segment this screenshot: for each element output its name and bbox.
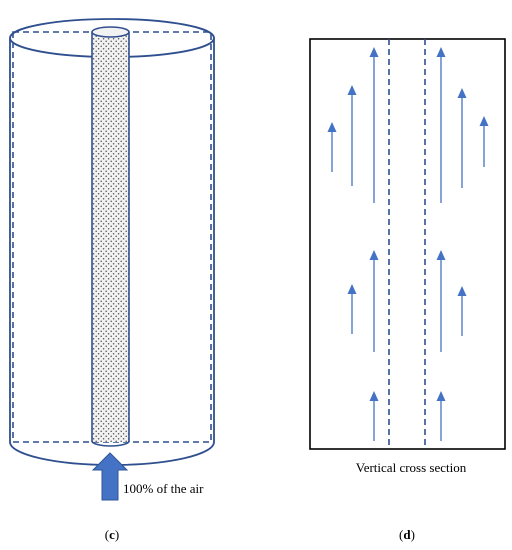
cylinder-dashed-section xyxy=(12,31,212,443)
airflow-arrow xyxy=(369,47,379,203)
airflow-arrow-head xyxy=(369,250,379,260)
panel-label-d: (d) xyxy=(399,527,415,542)
airflow-arrow-head xyxy=(457,88,467,98)
cross-section-caption: Vertical cross section xyxy=(356,460,467,475)
airflow-arrow xyxy=(457,88,467,188)
cross-section-diagram: Vertical cross section (d) xyxy=(309,38,506,542)
airflow-arrow xyxy=(436,47,446,203)
airflow-arrow-head xyxy=(347,284,357,294)
airflow-arrow xyxy=(347,85,357,186)
core-bottom-arc xyxy=(91,440,130,447)
airflow-arrow-head xyxy=(479,116,489,126)
airflow-arrow xyxy=(436,250,446,352)
airflow-arrow-head xyxy=(369,47,379,57)
airflow-arrow-head xyxy=(457,286,467,296)
airflow-arrow-head xyxy=(369,391,379,401)
airflow-arrow xyxy=(369,391,379,441)
airflow-arrow-head xyxy=(436,47,446,57)
panel-label-c: (c) xyxy=(105,527,119,542)
porous-core xyxy=(92,32,129,442)
airflow-arrow-head xyxy=(347,85,357,95)
airflow-arrow-head xyxy=(327,122,337,132)
airflow-arrow xyxy=(457,286,467,336)
core-top-ellipse xyxy=(91,26,130,38)
airflow-arrows xyxy=(327,47,489,441)
airflow-arrow-head xyxy=(436,391,446,401)
airflow-arrow xyxy=(436,391,446,441)
cylinder-diagram: 100% of the air (c) xyxy=(9,18,215,542)
airflow-arrow-head xyxy=(436,250,446,260)
airflow-arrow xyxy=(369,250,379,352)
air-label: 100% of the air xyxy=(123,481,204,496)
airflow-arrow xyxy=(347,284,357,334)
airflow-arrow xyxy=(479,116,489,167)
air-inflow-arrow xyxy=(91,452,129,501)
cross-section-frame xyxy=(309,38,506,450)
airflow-arrow xyxy=(327,122,337,172)
